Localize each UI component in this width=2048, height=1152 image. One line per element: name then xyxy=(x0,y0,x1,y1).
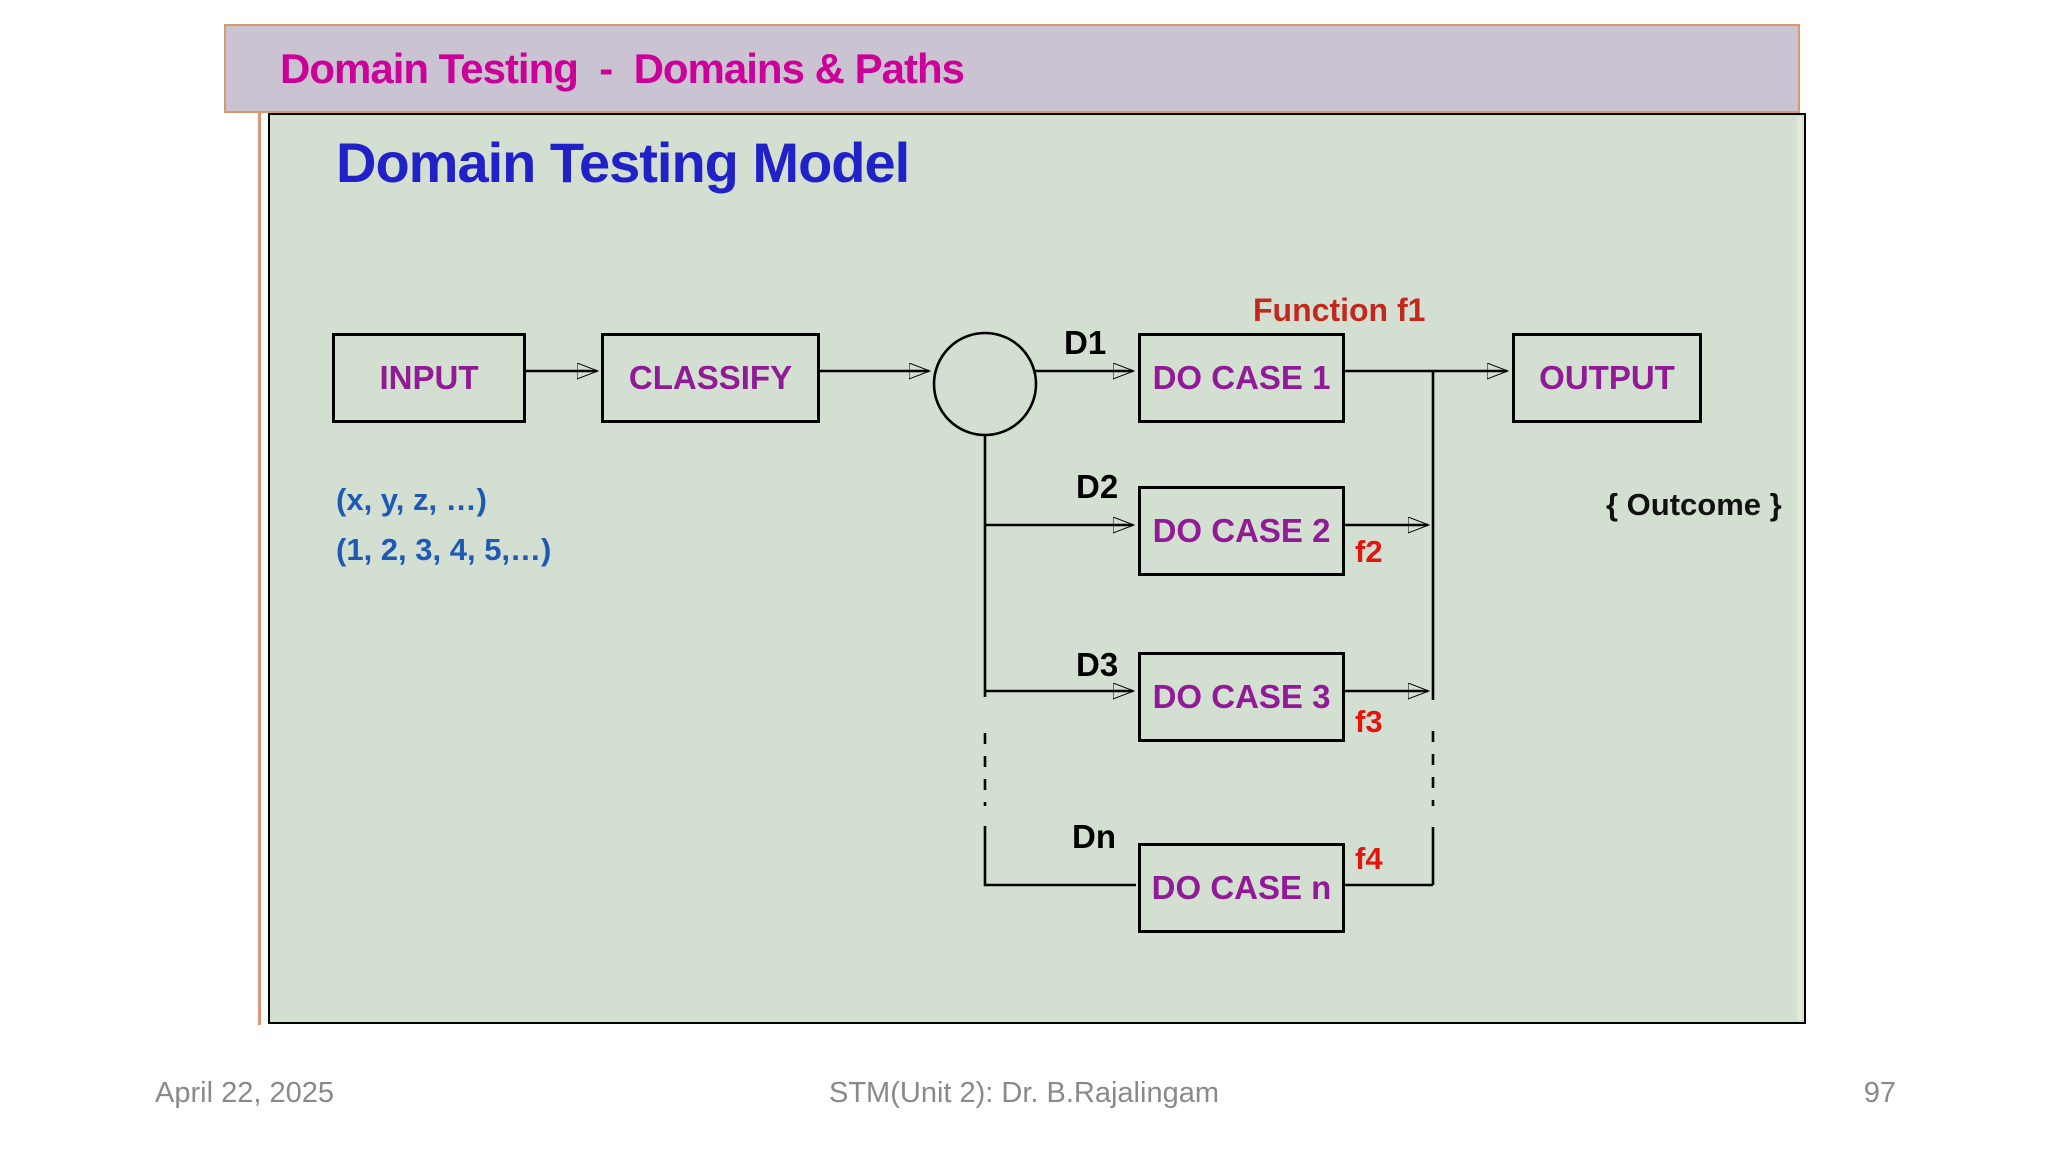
edge-label-d1: D1 xyxy=(1064,324,1107,361)
footer-course-title: STM(Unit 2): Dr. B.Rajalingam xyxy=(829,1077,1219,1109)
node-do-case-n: DO CASE n xyxy=(1138,843,1345,933)
node-do-case-2: DO CASE 2 xyxy=(1138,486,1345,576)
footer-date: April 22, 2025 xyxy=(155,1077,334,1109)
footer-page-number: 97 xyxy=(1863,1077,1896,1109)
function-label-f1: Function f1 xyxy=(1253,292,1426,328)
node-output: OUTPUT xyxy=(1512,333,1702,423)
slide-title: Domain Testing - Domains & Paths xyxy=(280,44,965,92)
node-do-case-3: DO CASE 3 xyxy=(1138,652,1345,742)
slide-heading: Domain Testing Model xyxy=(336,131,910,194)
node-do-case-1: DO CASE 1 xyxy=(1138,333,1345,423)
edge-label-dn: Dn xyxy=(1072,818,1116,855)
panel-left-accent-line xyxy=(258,113,261,1025)
outcome-annotation: { Outcome } xyxy=(1606,487,1782,522)
slide-footer: April 22, 2025 STM(Unit 2): Dr. B.Rajali… xyxy=(0,1077,2048,1117)
function-label-f3: f3 xyxy=(1355,704,1383,739)
node-classify: CLASSIFY xyxy=(601,333,820,423)
content-panel xyxy=(268,113,1806,1024)
panel-edge-highlight xyxy=(1797,117,1802,1020)
slide-title-bar: Domain Testing - Domains & Paths xyxy=(224,24,1800,113)
node-input: INPUT xyxy=(332,333,526,423)
input-values-annotation: (1, 2, 3, 4, 5,…) xyxy=(336,532,552,567)
function-label-f4: f4 xyxy=(1355,841,1383,876)
edge-label-d3: D3 xyxy=(1076,646,1119,683)
edge-label-d2: D2 xyxy=(1076,468,1119,505)
input-vars-annotation: (x, y, z, …) xyxy=(336,482,488,517)
function-label-f2: f2 xyxy=(1355,534,1383,569)
